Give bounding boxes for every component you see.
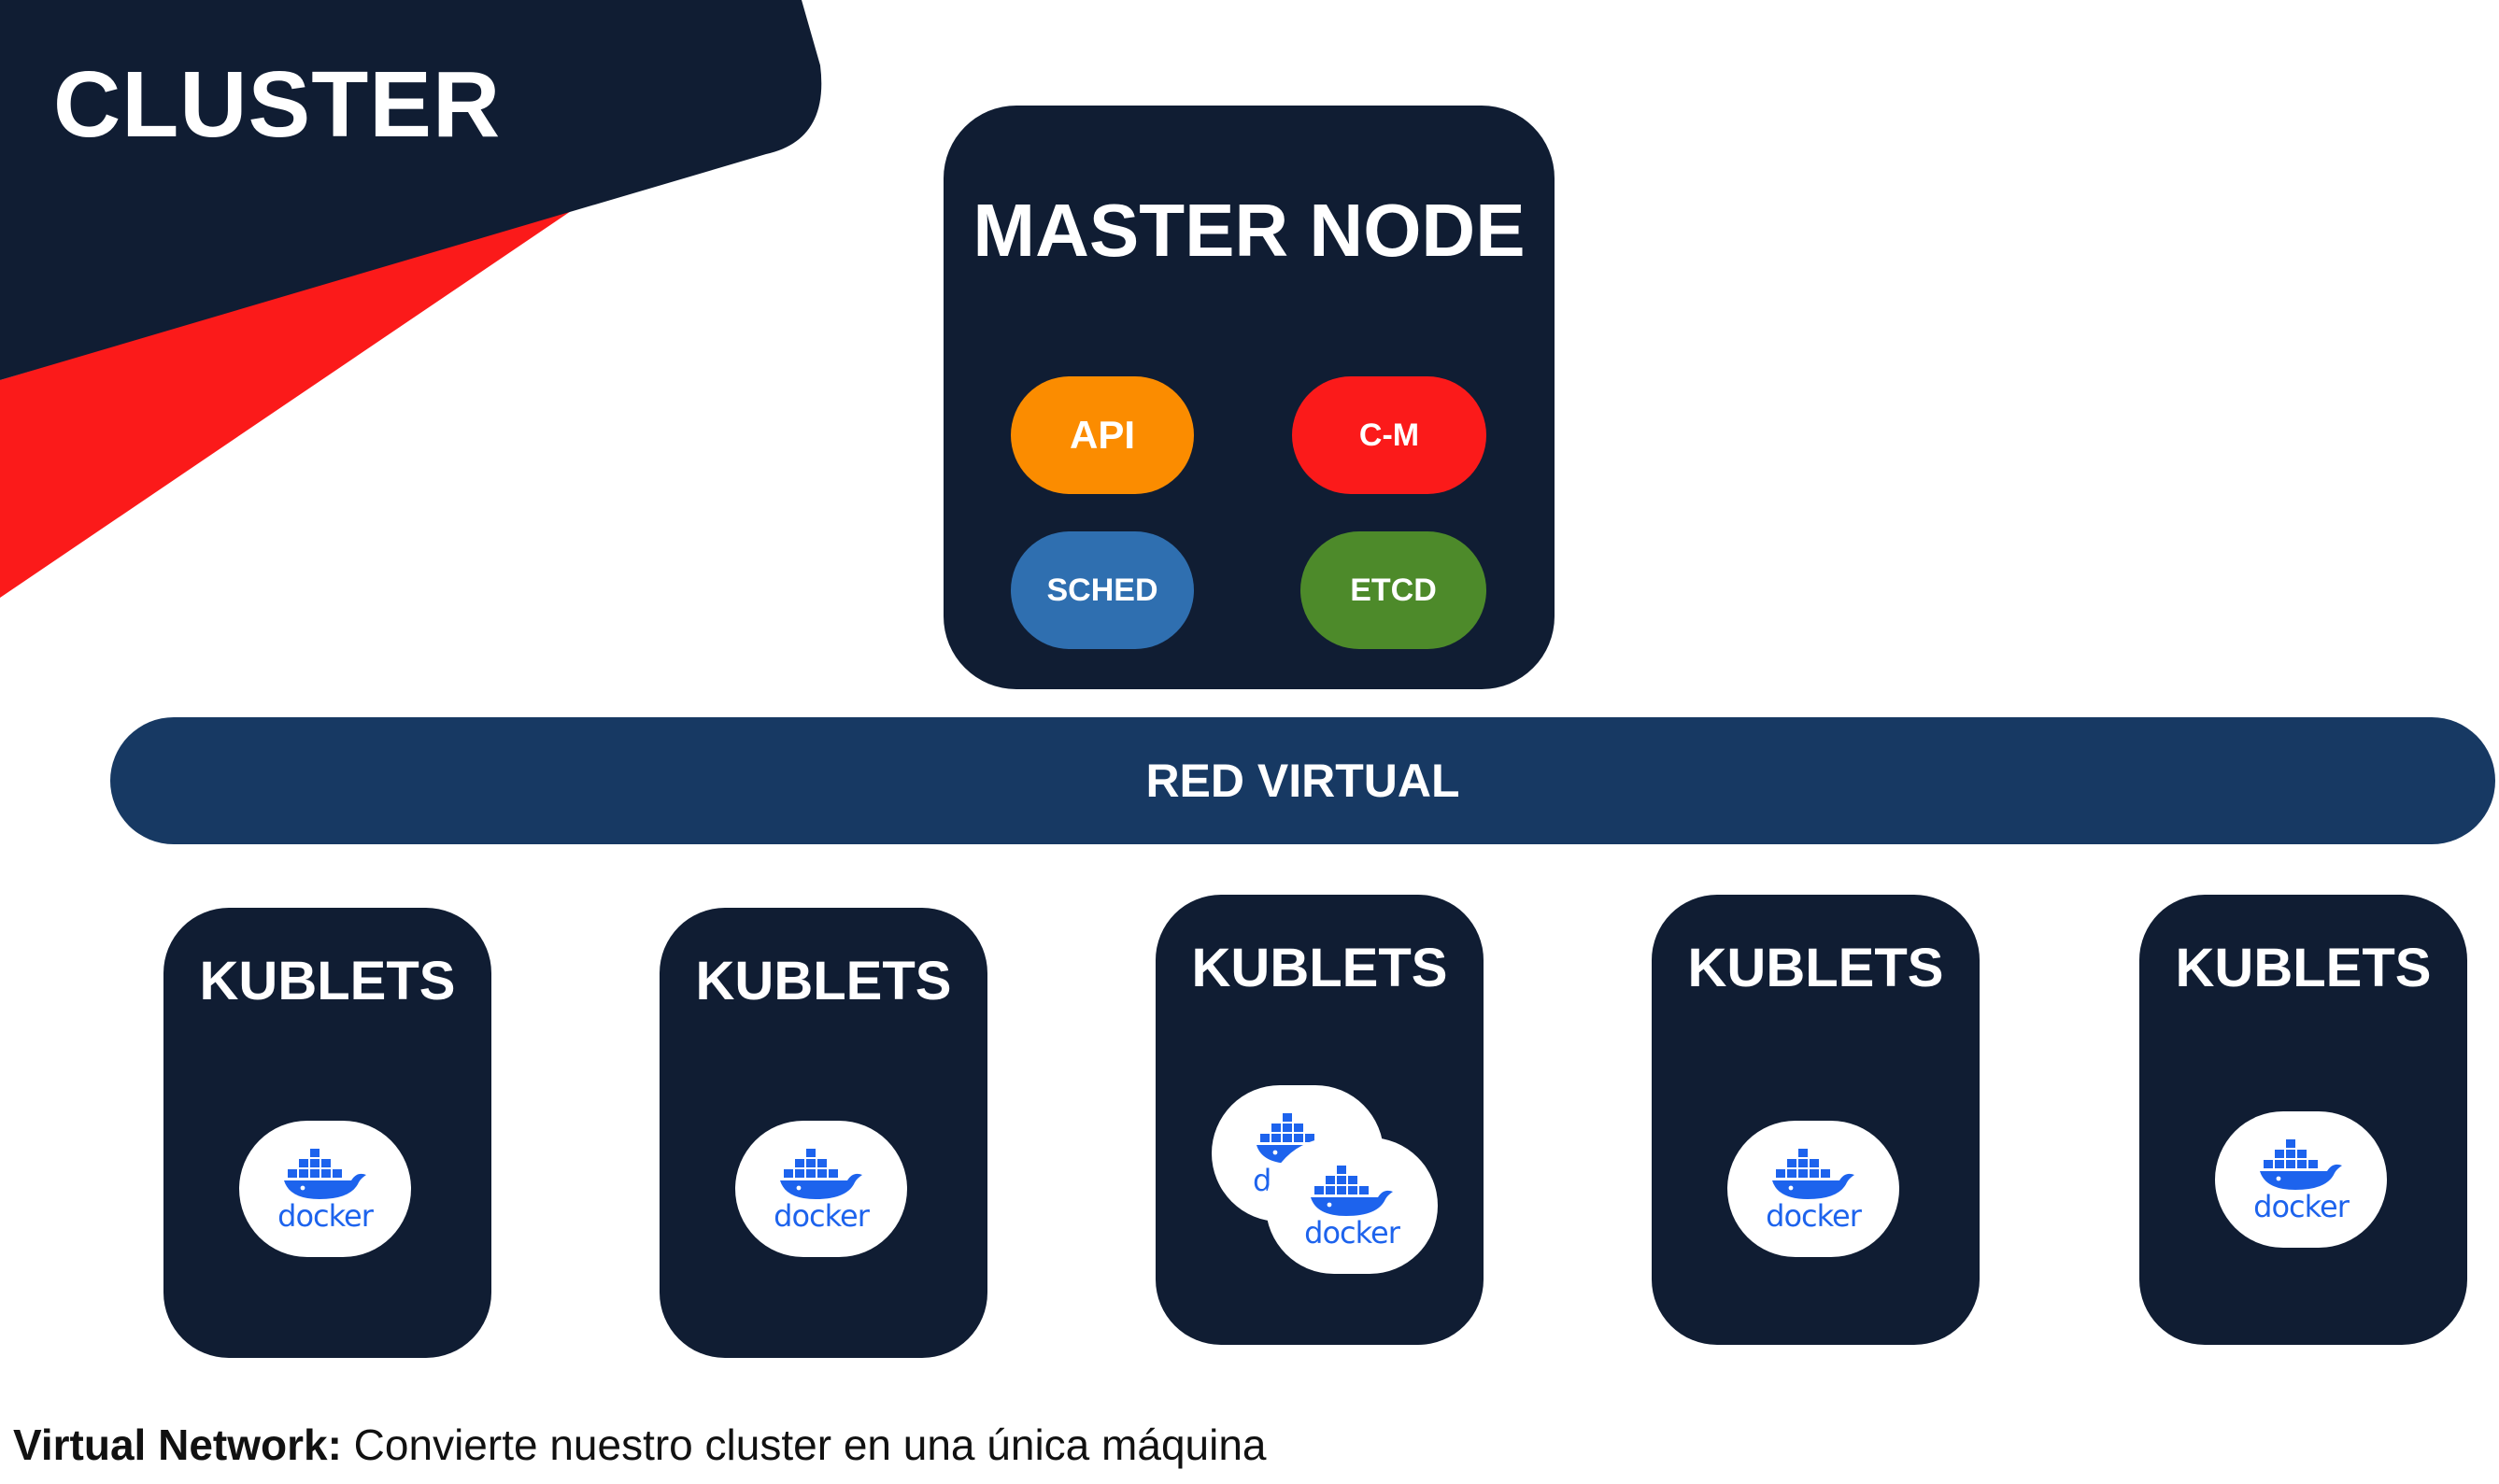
virtual-network-bar: RED VIRTUAL <box>110 717 2495 844</box>
scheduler-component: SCHED <box>1011 531 1194 649</box>
kublet-title: KUBLETS <box>199 951 456 1011</box>
docker-container: docker <box>735 1121 907 1257</box>
docker-container: docker <box>1727 1121 1899 1257</box>
cm-label: C-M <box>1358 417 1420 453</box>
etcd-component: ETCD <box>1300 531 1486 649</box>
docker-container: docker <box>239 1121 411 1257</box>
etcd-label: ETCD <box>1350 572 1437 608</box>
docker-whale-icon <box>780 1149 862 1199</box>
docker-whale-icon <box>2260 1139 2342 1190</box>
kublet-node-4: KUBLETS docker <box>1652 895 1980 1345</box>
docker-logo-text: docker <box>277 1198 374 1234</box>
api-component: API <box>1011 376 1194 494</box>
api-label: API <box>1069 413 1135 457</box>
docker-whale-icon <box>1311 1166 1393 1216</box>
corner-decoration <box>0 0 822 598</box>
caption-term: Virtual Network: <box>13 1420 342 1469</box>
kublet-node-3: KUBLETS d docker <box>1156 895 1484 1345</box>
kublet-title: KUBLETS <box>1687 938 1944 998</box>
docker-logo-text: docker <box>1766 1198 1862 1234</box>
caption-text: Convierte nuestro cluster en una única m… <box>341 1420 1267 1469</box>
docker-logo-text: docker <box>1304 1215 1400 1251</box>
sched-label: SCHED <box>1046 572 1158 608</box>
caption: Virtual Network: Convierte nuestro clust… <box>13 1423 1267 1466</box>
kublet-title: KUBLETS <box>695 951 952 1011</box>
kublet-title: KUBLETS <box>2175 938 2432 998</box>
docker-container: docker <box>2215 1111 2387 1248</box>
docker-logo-text: d <box>1253 1163 1271 1198</box>
docker-container-front: docker <box>1266 1138 1438 1274</box>
virtual-network-label: RED VIRTUAL <box>1145 755 1460 807</box>
master-node-title: MASTER NODE <box>973 189 1526 272</box>
docker-whale-icon <box>1772 1149 1854 1199</box>
kublet-node-5: KUBLETS docker <box>2139 895 2467 1345</box>
docker-logo-text: docker <box>2253 1189 2350 1224</box>
page-title: CLUSTER <box>53 52 502 157</box>
docker-whale-icon <box>284 1149 366 1199</box>
kublet-node-2: KUBLETS docker <box>660 908 987 1358</box>
kublet-node-1: KUBLETS docker <box>163 908 491 1358</box>
docker-logo-text: docker <box>774 1198 870 1234</box>
kublet-title: KUBLETS <box>1191 938 1448 998</box>
master-node: MASTER NODE API C-M SCHED ETCD <box>944 106 1555 689</box>
controller-manager-component: C-M <box>1292 376 1486 494</box>
